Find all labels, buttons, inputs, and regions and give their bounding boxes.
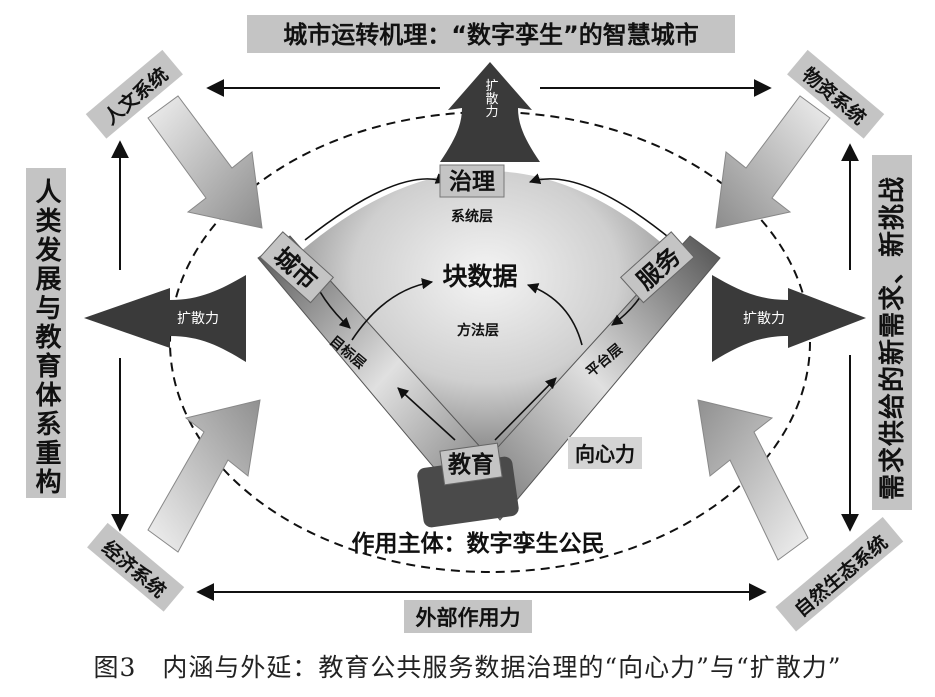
spread-arrow-right — [712, 275, 866, 362]
arrow-education-target — [397, 387, 456, 441]
external-force-bg — [404, 600, 532, 633]
figure-caption: 图3 内涵与外延：教育公共服务数据治理的“向心力”与“扩散力” — [93, 653, 842, 682]
layer-system: 系统层 — [451, 208, 493, 225]
layer-method: 方法层 — [457, 322, 499, 339]
node-education: 教育 — [448, 451, 494, 478]
arrow-humanities-inward — [147, 95, 263, 229]
spread-arrow-left — [84, 275, 246, 362]
right-side-label: 需求供给的新需求、新挑战 — [877, 176, 908, 500]
centripetal-bg — [568, 437, 642, 469]
right-side-bg — [872, 155, 912, 510]
fan-system-layer — [300, 171, 672, 470]
title-bg — [247, 15, 735, 53]
arrow-target-blockdata — [351, 278, 434, 341]
acting-subject-label: 作用主体：数字孪生公民 — [352, 530, 605, 557]
arrow-economy-inward — [147, 399, 261, 553]
spread-arrow-top — [440, 62, 540, 162]
node-governance: 治理 — [449, 168, 495, 195]
arrow-city-governance — [304, 173, 448, 241]
node-block-data: 块数据 — [442, 262, 517, 291]
diagram-title: 城市运转机理：“数字孪生”的智慧城市 — [283, 21, 699, 49]
spread-label-top: 扩散力 — [483, 79, 499, 119]
spread-label-right: 扩散力 — [743, 311, 785, 327]
arrow-service-governance — [528, 173, 673, 241]
education-bg — [439, 442, 503, 486]
arrow-education-platform — [494, 377, 557, 441]
spread-label-left: 扩散力 — [177, 311, 219, 327]
arrow-platform-blockdata — [526, 283, 583, 346]
dashed-boundary — [169, 111, 811, 573]
external-force-label: 外部作用力 — [416, 606, 521, 630]
arrow-materials-inward — [715, 95, 831, 229]
centripetal-force-label: 向心力 — [575, 442, 635, 466]
left-side-bg — [26, 168, 66, 498]
left-side-label: 人类发展与教育体系重构 — [31, 178, 62, 497]
corner-ecology: 自然生态系统 — [790, 531, 892, 622]
governance-bg — [439, 164, 505, 198]
arrow-ecology-inward — [697, 399, 809, 561]
